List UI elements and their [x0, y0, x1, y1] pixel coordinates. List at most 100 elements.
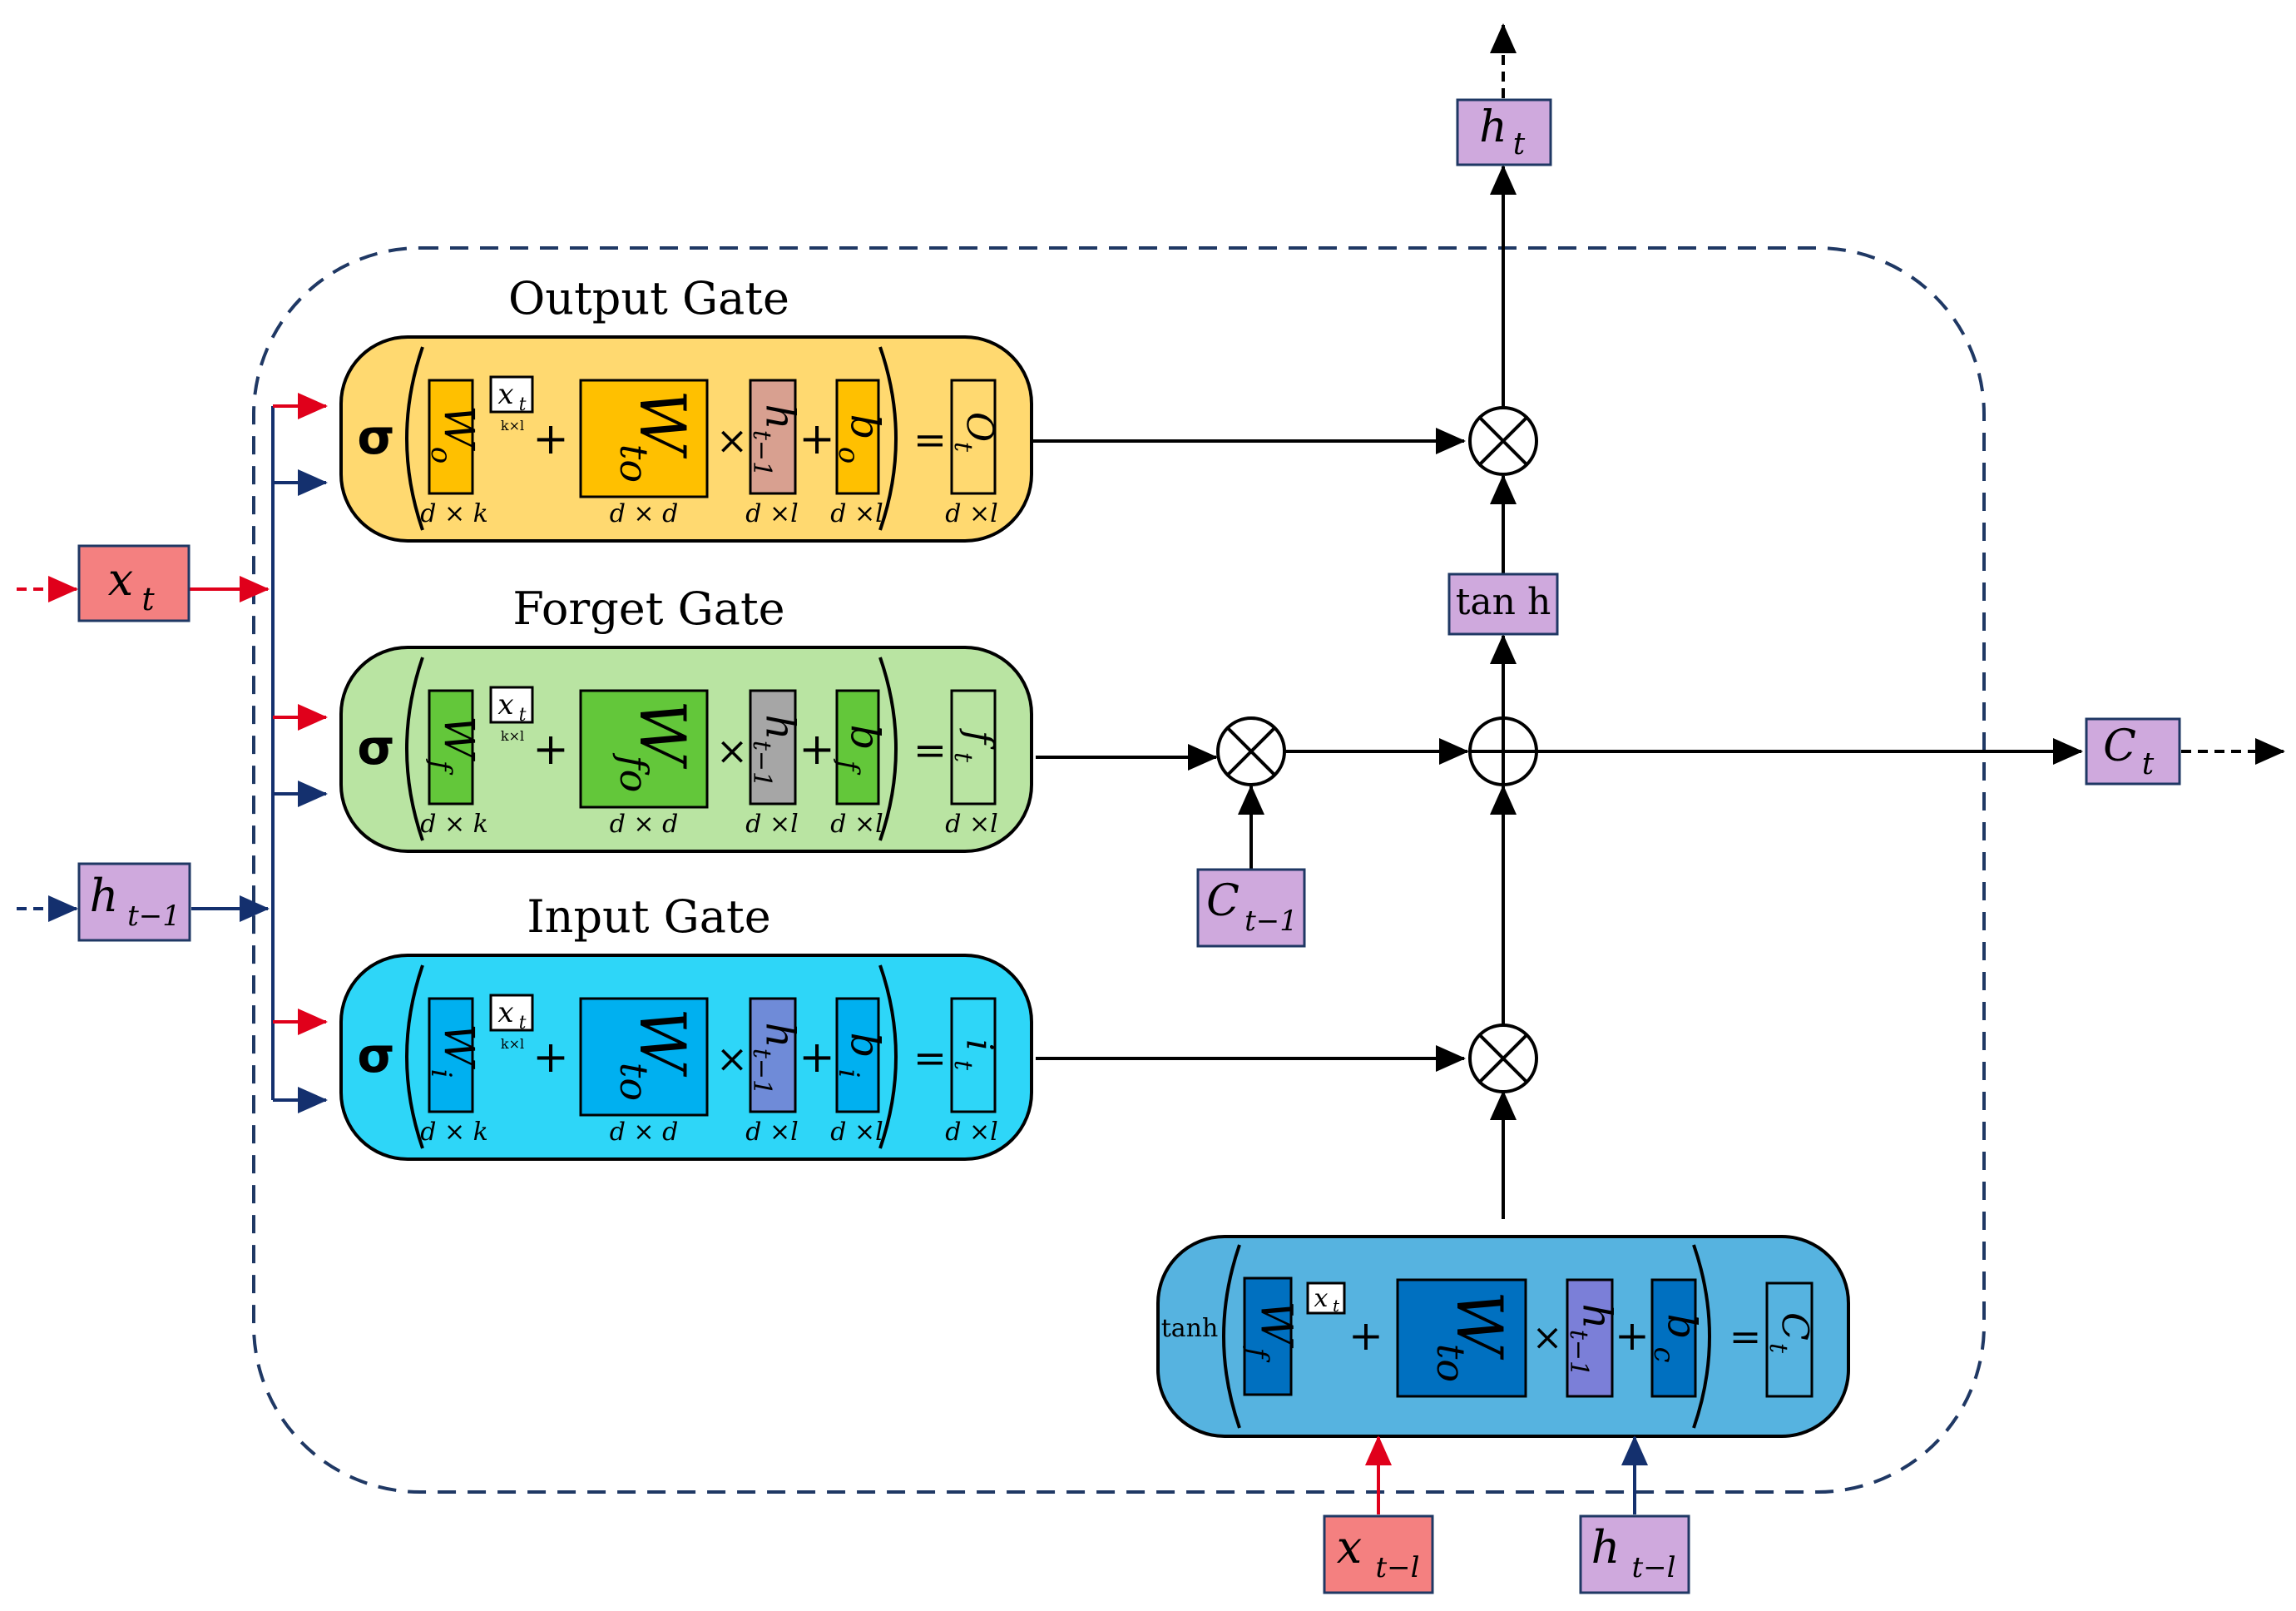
- output-gate-title: Output Gate: [508, 272, 789, 325]
- input-out-matrix: [950, 997, 997, 1113]
- forget-b-matrix: [835, 689, 880, 806]
- input-dim-1: d × d: [610, 1118, 679, 1147]
- input-x-label: x: [497, 996, 513, 1029]
- input-activation: σ: [357, 1027, 394, 1083]
- input-dim-4: d ×l: [945, 1118, 997, 1147]
- multiply-node-input: [1468, 1024, 1538, 1093]
- input-paren-right: [878, 964, 898, 1149]
- multiply-node-forget: [1216, 716, 1286, 786]
- output-times: ×: [716, 418, 749, 463]
- candidate-w-label: W: [1251, 1301, 1301, 1348]
- svg-text:h: h: [90, 870, 119, 922]
- input-wt-matrix: [579, 997, 709, 1117]
- svg-text:t: t: [141, 581, 155, 617]
- forget-wt-matrix: [579, 689, 709, 809]
- candidate-paren-right: [1692, 1244, 1711, 1429]
- forget-gate-title: Forget Gate: [512, 582, 784, 635]
- output-paren-right: [878, 346, 898, 531]
- input-h-label: h: [757, 1023, 804, 1048]
- forget-dim-1: d × d: [610, 810, 679, 839]
- lstm-cell-boundary: [252, 246, 1986, 1494]
- forget-plus2: +: [799, 725, 835, 775]
- svg-text:h: h: [1591, 1521, 1621, 1574]
- output-activation: σ: [357, 409, 394, 465]
- output-x-dim: k×l: [501, 418, 524, 434]
- svg-text:C: C: [1206, 876, 1240, 926]
- forget-out-matrix: [950, 689, 997, 806]
- output-x-label: x: [497, 378, 513, 411]
- output-plus1: +: [532, 414, 569, 464]
- input-equals: =: [913, 1035, 947, 1082]
- candidate-h-label: h: [1574, 1304, 1621, 1330]
- input-dim-0: d × k: [420, 1118, 488, 1147]
- input-dim-3: d ×l: [830, 1118, 883, 1147]
- svg-text:t−l: t−l: [1375, 1551, 1419, 1584]
- forget-b-label: b: [842, 725, 888, 751]
- candidate-wt-matrix: [1396, 1278, 1527, 1398]
- output-out-matrix: [950, 379, 997, 495]
- svg-text:t: t: [1513, 127, 1526, 161]
- output-h-label: h: [757, 404, 804, 430]
- input-b-label: b: [842, 1033, 888, 1058]
- svg-text:h: h: [1479, 102, 1507, 152]
- candidate-plus1: +: [1348, 1311, 1383, 1360]
- forget-x-box: [489, 686, 534, 724]
- candidate-h-matrix: [1566, 1278, 1614, 1398]
- input-plus2: +: [799, 1033, 835, 1083]
- output-h-sub: t−1: [747, 430, 776, 477]
- input-wt-sub: to: [611, 1063, 656, 1101]
- input-gate-title: Input Gate: [527, 890, 770, 943]
- forget-times: ×: [716, 728, 749, 773]
- output-x-sub: t: [519, 394, 527, 415]
- forget-paren-right: [878, 657, 898, 841]
- candidate-equals: =: [1729, 1314, 1762, 1359]
- operators: [1216, 406, 1538, 1093]
- forget-dim-0: d × k: [420, 810, 488, 839]
- forget-h-matrix: [749, 689, 797, 806]
- xt-box: x t: [77, 544, 191, 622]
- forget-h-label: h: [757, 715, 804, 741]
- candidate-h-sub: t−1: [1564, 1330, 1593, 1376]
- candidate-out-sub: t: [1764, 1343, 1793, 1354]
- input-w-sub: i: [424, 1069, 458, 1078]
- input-dim-2: d ×l: [745, 1118, 798, 1147]
- forget-dim-4: d ×l: [945, 810, 997, 839]
- xtl-box: x t−l: [1323, 1514, 1434, 1594]
- ht-box: h t: [1456, 98, 1552, 166]
- candidate-b-sub: c: [1647, 1346, 1680, 1362]
- candidate-wt-sub: to: [1428, 1344, 1473, 1382]
- output-w-matrix: [428, 379, 474, 495]
- svg-text:t: t: [2142, 747, 2155, 781]
- output-dim-1: d × d: [610, 499, 679, 528]
- candidate-times: ×: [1532, 1316, 1563, 1359]
- forget-x-sub: t: [519, 705, 527, 726]
- output-wt-matrix: [579, 379, 709, 498]
- forget-h-sub: t−1: [747, 741, 776, 787]
- output-h-matrix: [749, 379, 797, 495]
- forget-w-matrix: [428, 689, 474, 806]
- input-times: ×: [716, 1036, 749, 1081]
- cprev-box: C t−1: [1196, 868, 1306, 948]
- output-dim-4: d ×l: [945, 499, 997, 528]
- forget-dim-2: d ×l: [745, 810, 798, 839]
- candidate-b-label: b: [1659, 1314, 1705, 1340]
- candidate-b-matrix: [1650, 1278, 1697, 1398]
- input-paren-left: [405, 964, 424, 1149]
- candidate-w-matrix: [1243, 1276, 1293, 1396]
- output-paren-left: [405, 346, 424, 531]
- input-x-sub: t: [519, 1013, 527, 1034]
- input-out-label: i: [958, 1039, 1001, 1051]
- input-h-sub: t−1: [747, 1048, 776, 1095]
- forget-plus1: +: [532, 725, 569, 775]
- forget-activation: σ: [357, 719, 394, 776]
- forget-dim-3: d ×l: [830, 810, 883, 839]
- svg-text:x: x: [1337, 1521, 1362, 1574]
- hprev-box: h t−1: [77, 862, 191, 942]
